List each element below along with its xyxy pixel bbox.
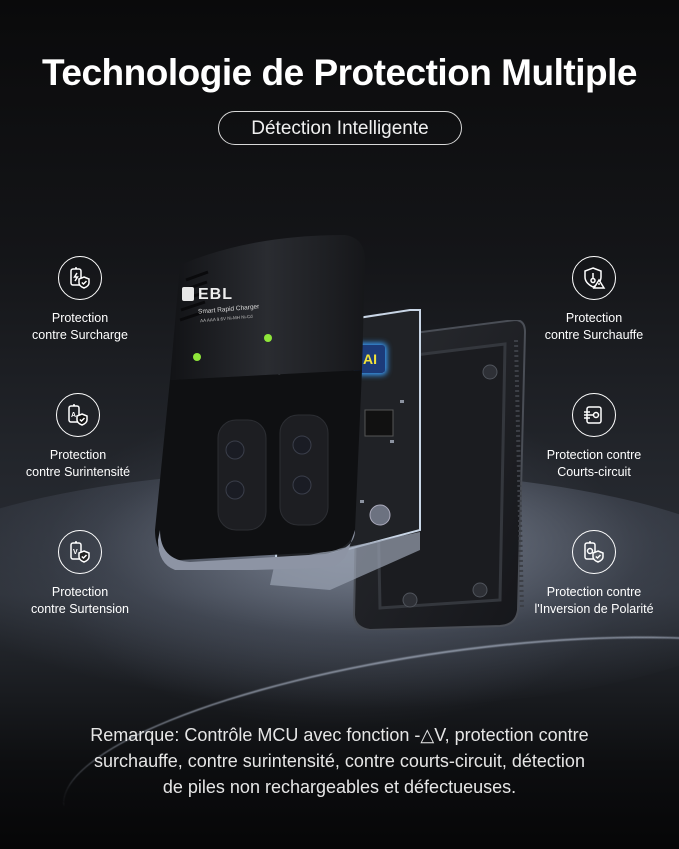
feature-subtitle: Courts-circuit	[557, 465, 631, 479]
feature-subtitle: contre Surintensité	[25, 465, 131, 479]
feature-short-circuit: Protection contre Courts-circuit	[514, 393, 674, 481]
charge-led-right	[264, 334, 272, 342]
feature-title: Protection	[49, 448, 107, 462]
feature-title: Protection contre	[546, 585, 642, 599]
feature-reverse-polarity: Protection contre l'Inversion de Polarit…	[514, 530, 674, 618]
remark-line: surchauffe, contre surintensité, contre …	[94, 751, 585, 771]
feature-subtitle: l'Inversion de Polarité	[534, 602, 654, 616]
feature-title: Protection contre	[546, 448, 642, 462]
remark-line: de piles non rechargeables et défectueus…	[162, 777, 517, 797]
feature-overcharge: Protection contre Surcharge	[0, 256, 160, 344]
feature-subtitle: contre Surchauffe	[544, 328, 644, 342]
brand-logo: EBL	[198, 286, 233, 303]
ai-chip-label: AI	[363, 351, 377, 367]
short-circuit-icon	[572, 393, 616, 437]
banner-title: Technologie de Protection Multiple	[42, 52, 637, 93]
shield-thermometer-warning-icon	[572, 256, 616, 300]
feature-overvoltage: V Protection contre Surtension	[0, 530, 160, 618]
feature-overcurrent: A Protection contre Surintensité	[0, 393, 158, 481]
feature-subtitle: contre Surcharge	[32, 328, 128, 342]
feature-overheat: Protection contre Surchauffe	[514, 256, 674, 344]
feature-title: Protection	[51, 311, 109, 325]
battery-bolt-shield-icon	[58, 256, 102, 300]
feature-title: Protection	[565, 311, 623, 325]
feature-title: Protection	[51, 585, 109, 599]
remark-line: Remarque: Contrôle MCU avec fonction -△V…	[90, 725, 589, 745]
feature-subtitle: contre Surtension	[31, 602, 129, 616]
remark-text: Remarque: Contrôle MCU avec fonction -△V…	[0, 722, 679, 800]
svg-text:V: V	[73, 549, 78, 556]
battery-charger	[155, 235, 365, 570]
battery-polarity-shield-icon	[572, 530, 616, 574]
battery-v-shield-icon: V	[58, 530, 102, 574]
smart-detection-badge: Détection Intelligente	[218, 111, 462, 145]
svg-text:A: A	[71, 412, 76, 419]
charge-led-left	[193, 353, 201, 361]
battery-a-shield-icon: A	[56, 393, 100, 437]
